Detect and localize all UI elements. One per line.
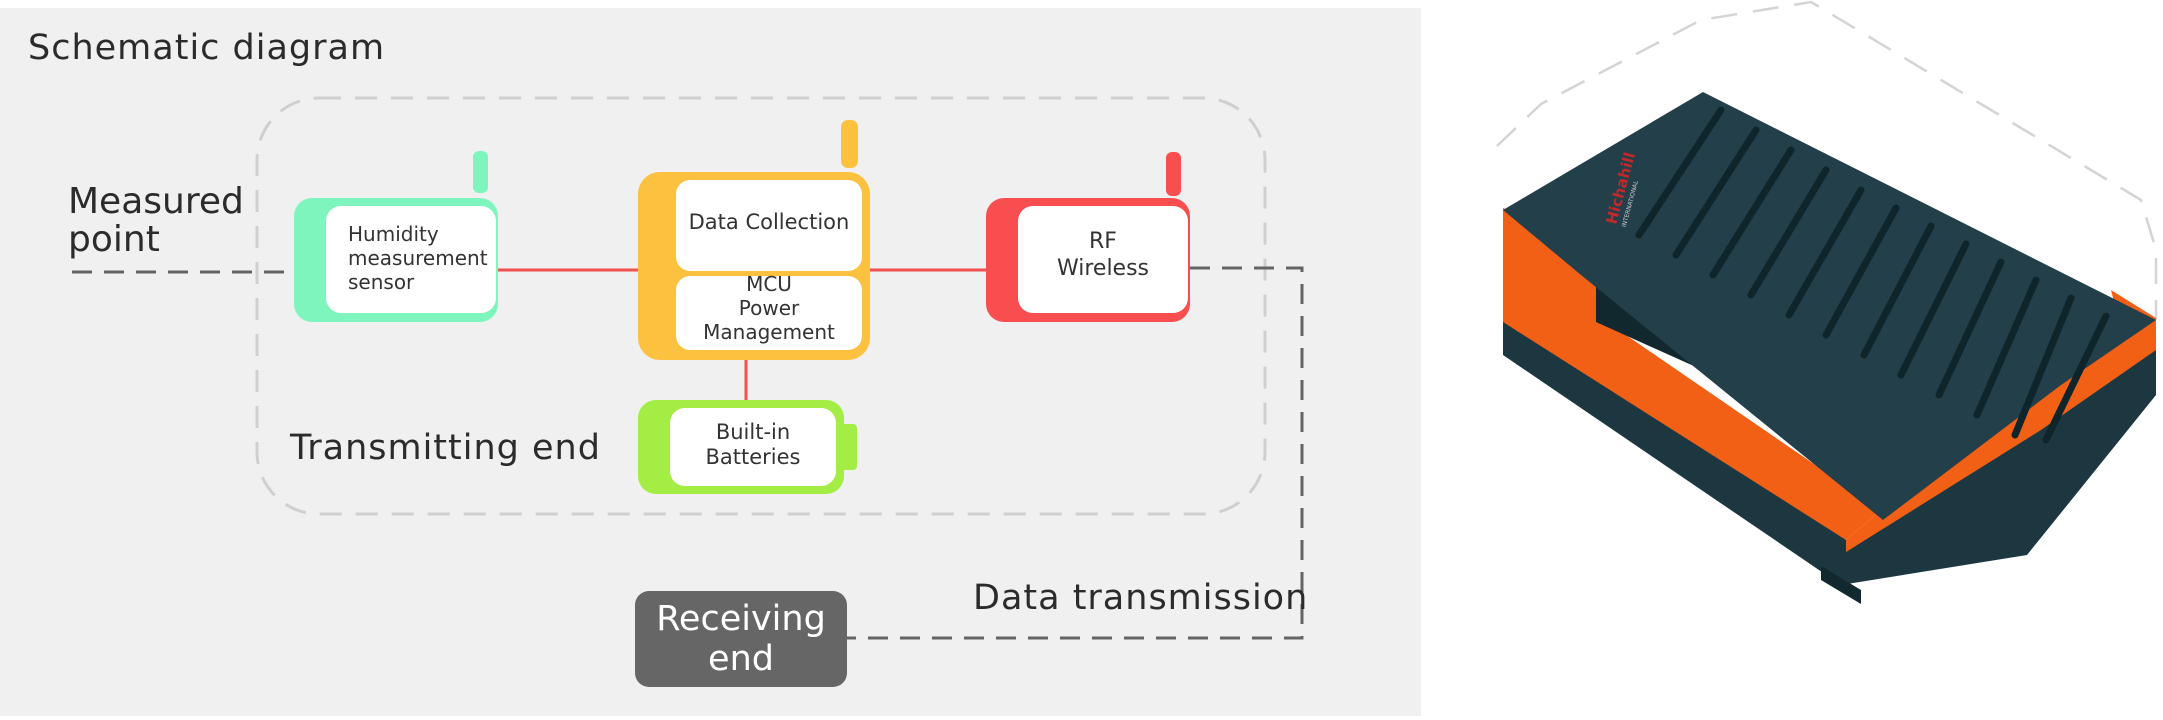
sensor-block-inner: [326, 206, 496, 313]
battery-terminal: [840, 424, 857, 470]
mcu-antenna: [841, 120, 858, 168]
data-collection-label: Data Collection: [688, 210, 850, 234]
rf-block-inner: [1018, 206, 1188, 313]
rf-antenna: [1166, 152, 1181, 196]
receiving-end-label: Receiving end: [656, 599, 826, 679]
mcu-panel: [676, 276, 862, 350]
sensor-label: Humidity measurement sensor: [348, 222, 488, 294]
mcu-label: MCU Power Management: [703, 272, 835, 344]
product-render-area: Hichahill INTERNATIONAL: [1421, 0, 2163, 716]
receiving-end-block: [635, 591, 847, 687]
schematic-diagram: [72, 96, 1304, 687]
measured-point-label: Measured point: [68, 181, 244, 260]
data-collection-panel: [676, 180, 862, 271]
product-outline-dashed: [1496, 0, 2158, 320]
device-lower-body: [1503, 220, 2156, 585]
transmitting-end-label: Transmitting end: [290, 428, 601, 468]
data-transmission-path: [846, 266, 1304, 640]
sensor-antenna: [473, 151, 488, 193]
battery-block-inner: [670, 408, 836, 486]
transmitting-end-boundary: [255, 96, 1267, 516]
data-transmission-label: Data transmission: [973, 578, 1309, 618]
diagram-title: Schematic diagram: [28, 28, 386, 68]
batteries-label: Built-in Batteries: [705, 420, 801, 469]
schematic-panel: Schematic diagram Measured point Humidit…: [0, 8, 1421, 716]
device-ribs: [1635, 106, 2110, 444]
device-side-vent: [1821, 566, 1861, 604]
device-render: Hichahill INTERNATIONAL: [1496, 0, 2158, 604]
rf-label: RF Wireless: [1056, 229, 1150, 281]
